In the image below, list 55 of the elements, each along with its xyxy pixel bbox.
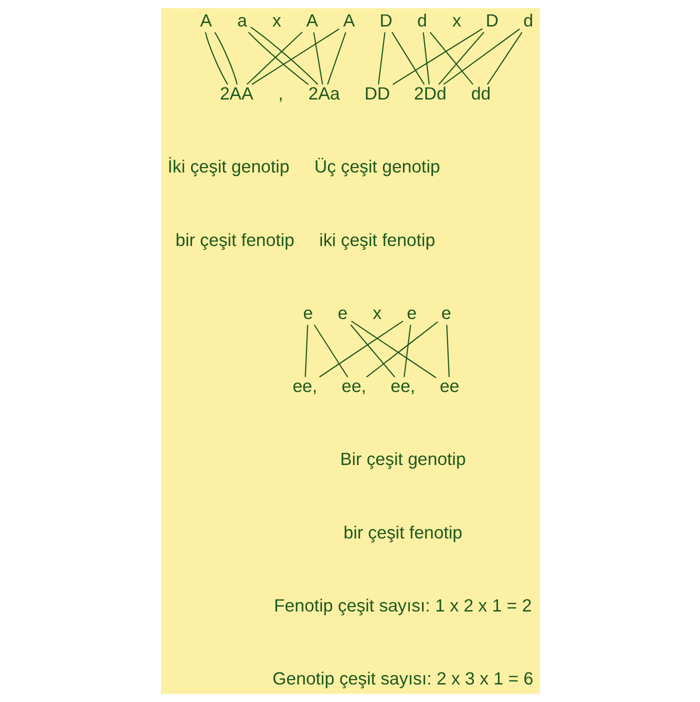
connector — [486, 32, 522, 85]
node-text: DD — [364, 83, 390, 104]
connector — [313, 324, 348, 378]
connector — [403, 324, 411, 378]
connector — [250, 26, 318, 85]
connector — [392, 28, 482, 85]
node-text: ee, — [292, 376, 317, 396]
node-text: e — [406, 302, 416, 323]
node-text: a — [236, 10, 247, 30]
label: bir çeşit fenotip — [175, 230, 294, 250]
node-text: e — [440, 302, 451, 323]
connector — [312, 32, 323, 85]
label: x — [452, 10, 461, 30]
connector — [438, 32, 484, 85]
node-text: 2Aa — [308, 83, 340, 104]
label: bir çeşit fenotip — [343, 522, 462, 542]
node-text: ee, — [341, 376, 366, 396]
connector — [446, 324, 450, 378]
node-text: 2AA — [219, 83, 253, 104]
connector — [214, 32, 238, 85]
connector — [442, 28, 520, 85]
node-text: d — [416, 10, 427, 30]
connector — [318, 320, 403, 378]
connector — [304, 324, 308, 378]
connector — [429, 32, 473, 85]
connector — [204, 32, 228, 85]
node-text: A — [306, 10, 318, 30]
connector — [350, 320, 436, 378]
node-text: ee — [439, 376, 459, 396]
label: Genotip çeşit sayısı: 2 x 3 x 1 = 6 — [272, 668, 533, 689]
connector — [391, 32, 424, 85]
node-text: e — [337, 302, 348, 323]
label: Üç çeşit genotip — [314, 156, 440, 177]
node-text: ee, — [390, 376, 415, 396]
label: Fenotip çeşit sayısı: 1 x 2 x 1 = 2 — [274, 596, 532, 616]
label: Bir çeşit genotip — [340, 449, 466, 470]
node-text: A — [200, 10, 212, 30]
node-text: e — [302, 302, 313, 323]
connector — [422, 32, 430, 85]
label: , — [278, 83, 283, 104]
label: İki çeşit genotip — [167, 156, 289, 177]
label: iki çeşit fenotip — [318, 230, 435, 250]
connector — [326, 32, 346, 85]
node-text: A — [342, 10, 354, 30]
label: x — [372, 302, 382, 323]
label: x — [272, 10, 281, 30]
node-text: D — [379, 10, 392, 30]
node-text: D — [485, 10, 498, 30]
connector — [377, 32, 385, 85]
connector — [366, 321, 438, 378]
connector — [251, 28, 339, 85]
connector — [350, 324, 395, 378]
node-text: 2Dd — [414, 83, 446, 104]
node-text: dd — [470, 83, 490, 104]
node-text: d — [522, 10, 533, 30]
